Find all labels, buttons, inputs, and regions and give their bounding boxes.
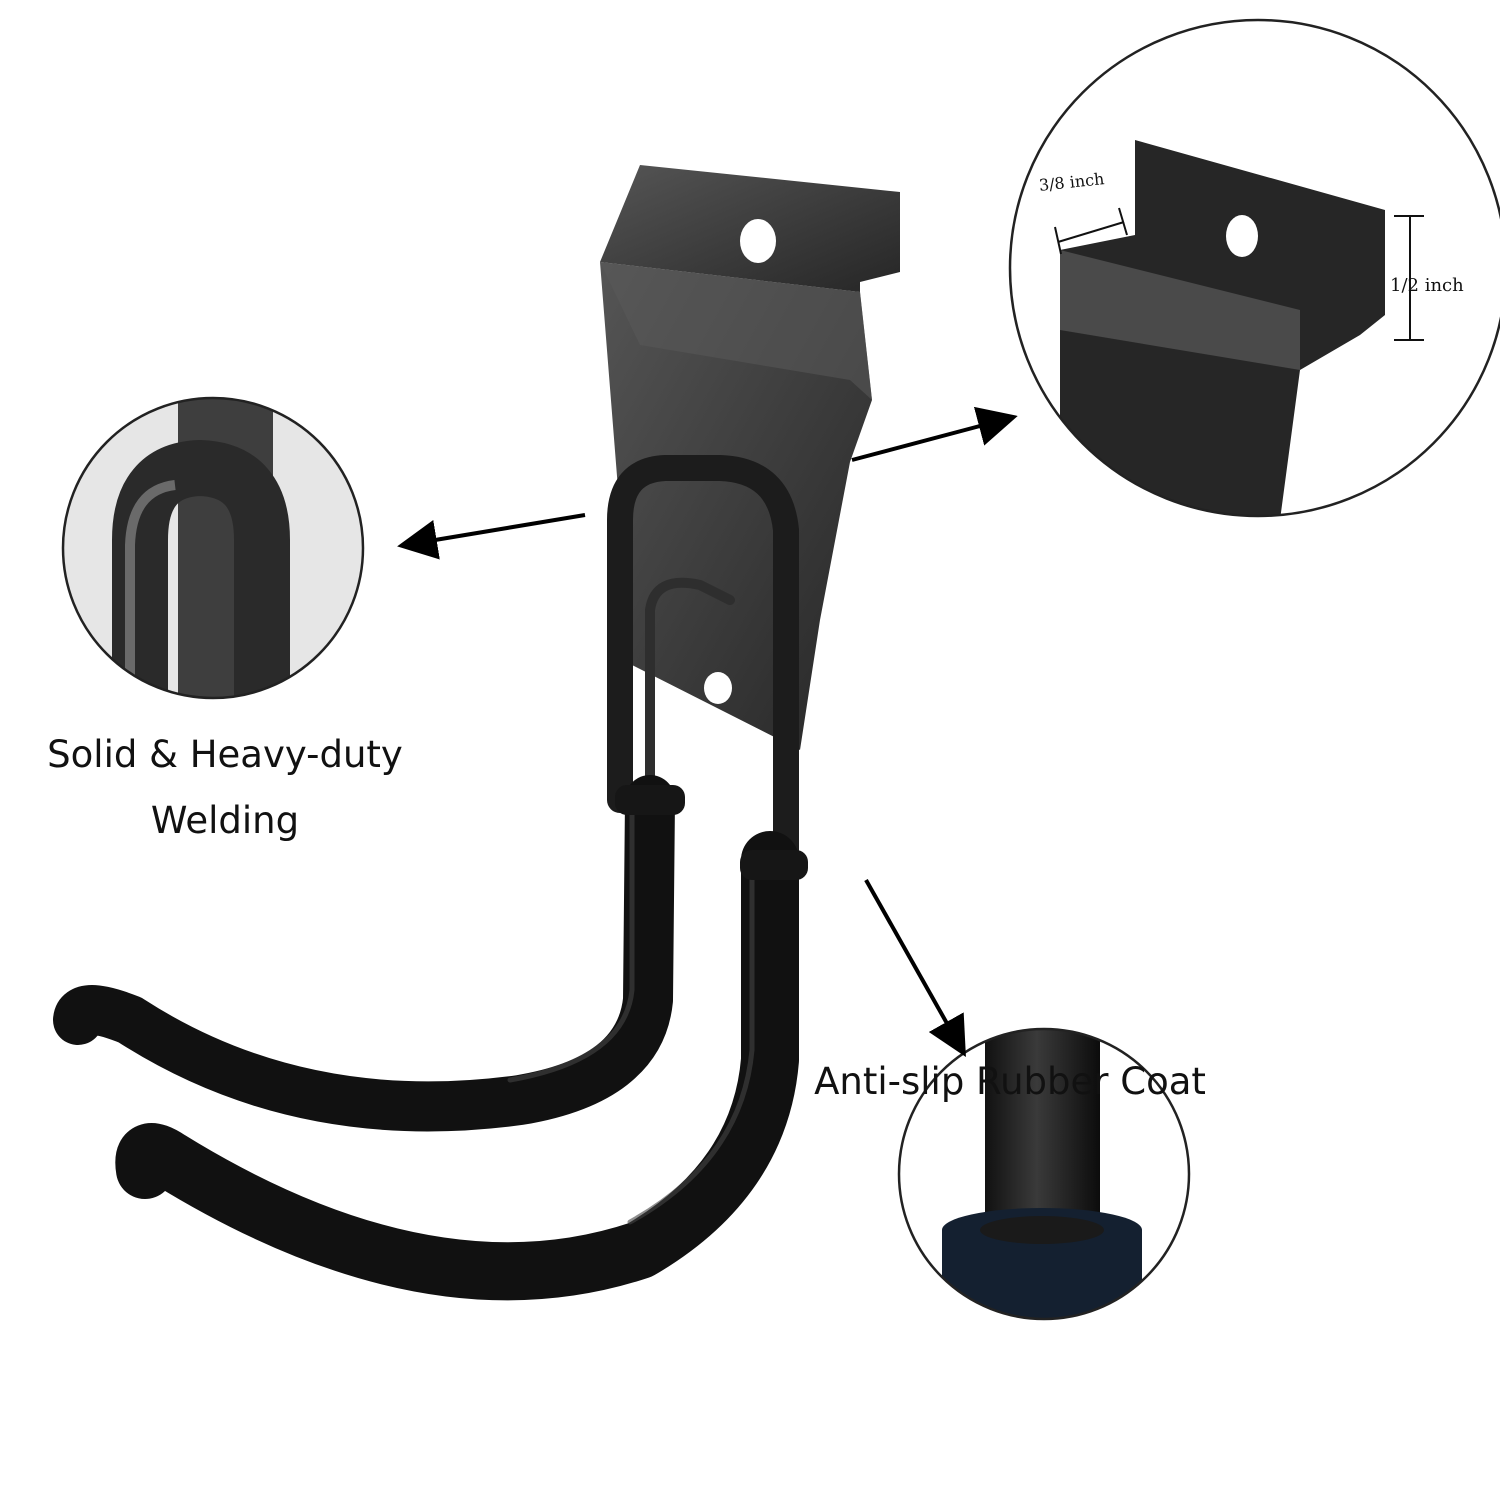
double-hook: [53, 455, 808, 1301]
welding-detail: [61, 396, 365, 700]
dimension-height-label: 1/2 inch: [1390, 275, 1464, 296]
feature-welding-label: Solid & Heavy-duty Welding: [47, 733, 403, 842]
arrow-to-slot-icon: [851, 406, 1018, 462]
welding-detail-circle: [61, 396, 365, 700]
rubber-sleeve-left: [615, 785, 685, 815]
mount-hole-top-icon: [740, 219, 776, 263]
dimension-height-marker: [1394, 215, 1424, 341]
arrow-to-welding-icon: [397, 513, 586, 560]
rubber-detail-circle: [897, 1027, 1191, 1321]
slot-hole-icon: [1226, 215, 1258, 257]
mount-hole-bottom-icon: [704, 672, 732, 704]
feature-rubber-coat-label: Anti-slip Rubber Coat: [814, 1060, 1206, 1103]
slot-detail-circle: [1008, 18, 1500, 518]
arrow-to-rubber-icon: [864, 879, 966, 1057]
rubber-sleeve-right: [740, 850, 808, 880]
dimension-width-marker: [1054, 207, 1128, 255]
slot-detail: [1008, 18, 1500, 518]
rubber-coat-detail: [897, 1027, 1191, 1321]
slatwall-plate: [600, 165, 900, 750]
